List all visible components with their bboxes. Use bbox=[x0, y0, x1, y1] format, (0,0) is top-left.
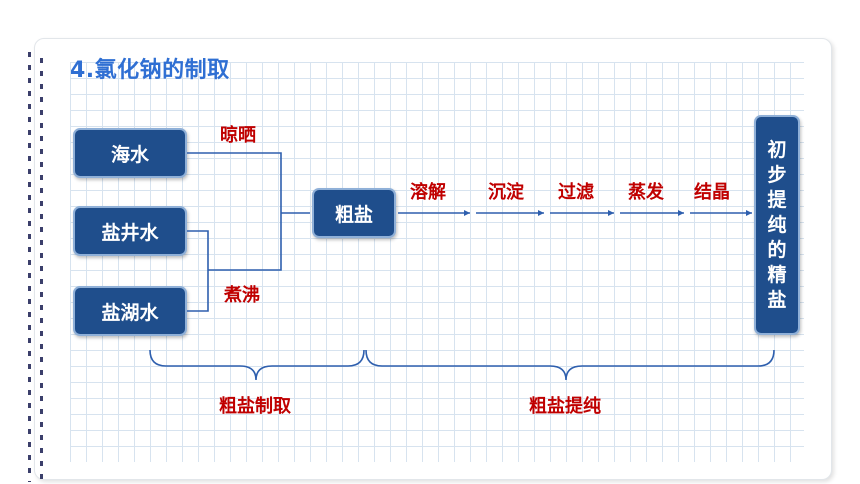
brace-label-crude-salt-purification: 粗盐提纯 bbox=[529, 396, 601, 417]
brace-label-crude-salt-production: 粗盐制取 bbox=[219, 396, 291, 417]
label-sun-drying: 晾晒 bbox=[220, 125, 256, 146]
step-filter: 过滤 bbox=[558, 182, 594, 203]
refined-salt-char: 初 bbox=[767, 138, 787, 161]
brace-right bbox=[365, 349, 775, 381]
refined-salt-char: 提 bbox=[767, 188, 787, 211]
grid-background bbox=[70, 62, 804, 462]
connector-seawater bbox=[187, 152, 282, 213]
step-dissolve: 溶解 bbox=[410, 182, 446, 203]
refined-salt-char: 步 bbox=[767, 163, 787, 186]
source-well-water-box: 盐井水 bbox=[73, 206, 187, 256]
refined-salt-box: 初 步 提 纯 的 精 盐 bbox=[754, 115, 800, 335]
step-precipitate: 沉淀 bbox=[488, 182, 524, 203]
source-lake-water-box: 盐湖水 bbox=[73, 286, 187, 336]
page-title: 4.氯化钠的制取 bbox=[70, 58, 230, 83]
crude-salt-box: 粗盐 bbox=[312, 188, 396, 238]
connector-lake-merge bbox=[208, 213, 282, 271]
source-seawater-box: 海水 bbox=[73, 128, 187, 178]
step-evaporate: 蒸发 bbox=[628, 182, 664, 203]
refined-salt-char: 盐 bbox=[767, 288, 787, 311]
step-crystallize: 结晶 bbox=[694, 182, 730, 203]
notebook-binding bbox=[28, 52, 44, 482]
refined-salt-char: 纯 bbox=[767, 213, 787, 236]
label-boiling: 煮沸 bbox=[224, 285, 260, 306]
refined-salt-char: 精 bbox=[767, 263, 787, 286]
brace-left bbox=[149, 349, 365, 381]
connector-well-water bbox=[187, 230, 209, 312]
refined-salt-char: 的 bbox=[767, 238, 787, 261]
